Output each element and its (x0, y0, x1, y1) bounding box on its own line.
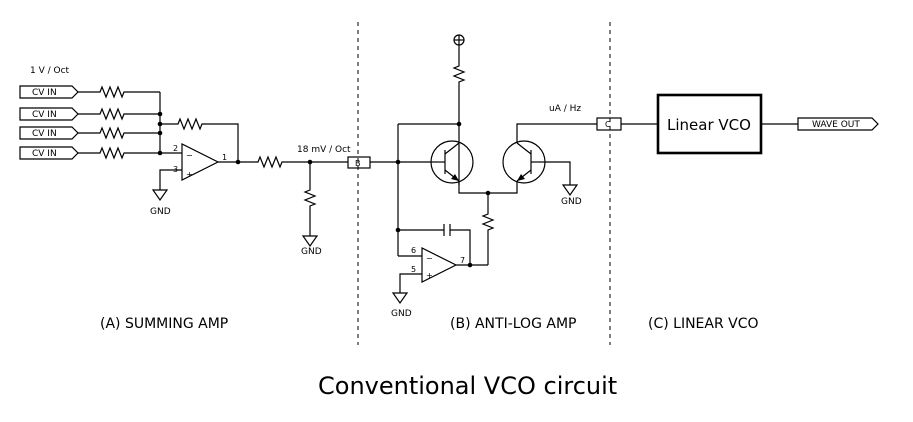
gnd-symbol-div (301, 235, 319, 248)
transistor-q1 (430, 140, 474, 184)
opamp-b-plus: + (426, 271, 433, 280)
cv-in-tag-2: CV IN (19, 107, 79, 121)
opamp-b-minus: − (426, 254, 433, 263)
gnd-label-div: GND (301, 247, 322, 257)
antilog-op-amp: − + 6 5 7 (411, 246, 465, 283)
opamp-a-plus: + (186, 170, 193, 179)
volt-per-oct-label: 1 V / Oct (30, 66, 70, 76)
cv-input-tags: CV IN CV IN CV IN CV IN (19, 85, 79, 160)
opamp-a-pin2: 2 (173, 144, 178, 153)
opamp-a-minus: − (186, 151, 193, 160)
mv-per-oct-label: 18 mV / Oct (297, 145, 351, 155)
gnd-symbol-b1 (561, 184, 579, 197)
diagram-title: Conventional VCO circuit (318, 372, 617, 400)
cv-in-tag-4: CV IN (19, 146, 79, 160)
integrator-capacitor (398, 224, 471, 265)
connector-c-label: C (605, 120, 611, 129)
linear-vco-block: Linear VCO (656, 93, 763, 155)
connector-c: C (596, 117, 622, 131)
gnd-symbol-a (151, 189, 169, 202)
ua-per-hz-label: uA / Hz (549, 104, 581, 114)
transistor-q2 (502, 140, 546, 184)
cv-in-label-4: CV IN (32, 149, 57, 159)
supply-symbol (453, 34, 465, 46)
cv-in-label-3: CV IN (32, 129, 57, 139)
section-a-label: (A) SUMMING AMP (100, 316, 228, 332)
gnd-label-a: GND (150, 207, 171, 217)
section-b-label: (B) ANTI-LOG AMP (450, 316, 576, 332)
opamp-a-pin1: 1 (222, 153, 227, 162)
gnd-label-b1: GND (561, 197, 582, 207)
opamp-b-pin5: 5 (411, 265, 416, 274)
collector-resistor (452, 45, 466, 185)
section-c-label: (C) LINEAR VCO (648, 316, 759, 332)
emitter-resistor (481, 193, 495, 265)
wave-out-tag: WAVE OUT (797, 117, 879, 131)
cv-in-label-2: CV IN (32, 110, 57, 120)
wave-out-label: WAVE OUT (812, 120, 860, 130)
connector-b: B (347, 156, 371, 169)
connector-b-label: B (355, 159, 361, 168)
cv-in-label-1: CV IN (32, 88, 57, 98)
opamp-b-pin6: 6 (411, 246, 416, 255)
input-resistors (78, 85, 160, 160)
divider-resistor (303, 162, 317, 236)
cv-in-tag-1: CV IN (19, 85, 79, 99)
gnd-label-b2: GND (391, 309, 412, 319)
opamp-b-pin7: 7 (460, 256, 465, 265)
gnd-symbol-b2 (391, 292, 409, 305)
linear-vco-label: Linear VCO (667, 116, 751, 134)
feedback-resistor (160, 117, 239, 161)
cv-in-tag-3: CV IN (19, 126, 79, 140)
